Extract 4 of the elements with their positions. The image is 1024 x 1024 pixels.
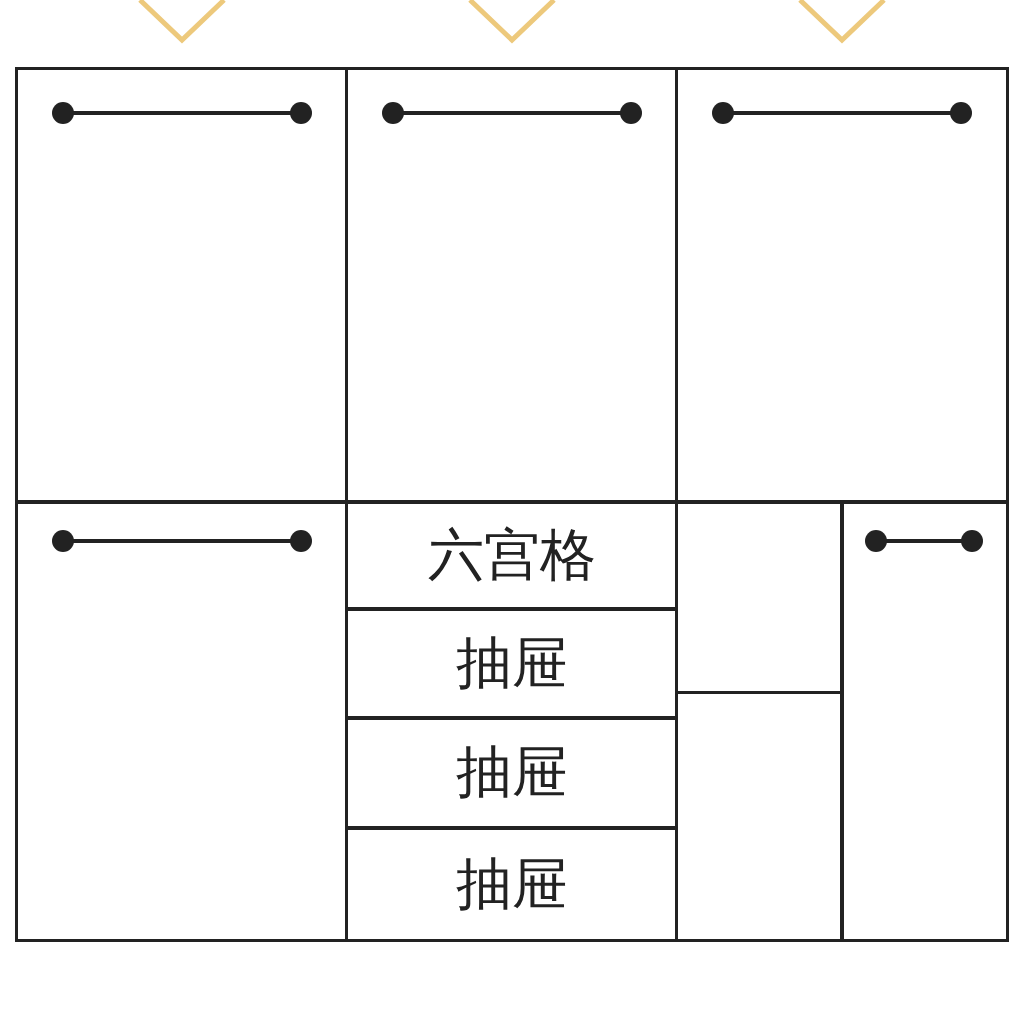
compartment-box <box>675 691 843 942</box>
compartment-box <box>675 501 843 694</box>
compartment-box <box>675 67 1009 503</box>
compartment-box <box>841 501 1009 942</box>
